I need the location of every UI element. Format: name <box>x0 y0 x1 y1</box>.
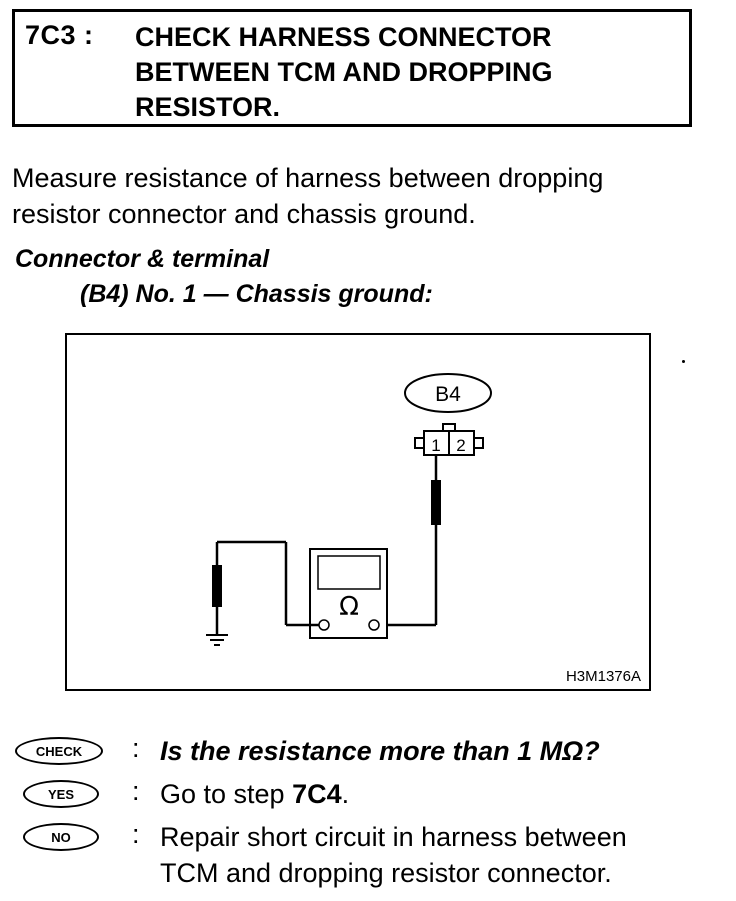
step-title: CHECK HARNESS CONNECTOR BETWEEN TCM AND … <box>135 22 553 122</box>
no-badge: NO <box>23 823 99 851</box>
check-row: CHECK : Is the resistance more than 1 MΩ… <box>15 733 730 775</box>
figure-code: H3M1376A <box>565 668 641 685</box>
connector-b4-icon <box>414 423 484 456</box>
no-row: NO : Repair short circuit in harness bet… <box>15 819 730 901</box>
terminal-2-label: 2 <box>456 436 465 455</box>
yes-badge: YES <box>23 780 99 808</box>
step-id: 7C3 : <box>25 20 94 50</box>
check-badge: CHECK <box>15 737 103 765</box>
stray-dot <box>682 360 685 363</box>
yes-colon: : <box>132 776 140 806</box>
connector-label: B4 <box>435 383 461 406</box>
yes-action-prefix: Go to step <box>160 779 293 809</box>
left-test-probe-icon <box>212 565 222 607</box>
terminal-1-label: 1 <box>431 436 440 455</box>
meter-symbol: Ω <box>339 592 359 622</box>
ohmmeter-icon <box>309 548 388 639</box>
yes-action-suffix: . <box>341 779 350 809</box>
check-colon: : <box>132 733 140 763</box>
ground-symbol-icon <box>206 634 228 646</box>
no-colon: : <box>132 819 140 849</box>
connector-heading: Connector & terminal <box>15 245 270 273</box>
check-question: Is the resistance more than 1 MΩ? <box>160 736 600 766</box>
right-test-probe-icon <box>431 480 441 525</box>
yes-step-ref: 7C4 <box>292 779 342 809</box>
yes-row: YES : Go to step 7C4. <box>15 776 730 818</box>
step-header-box: 7C3 : CHECK HARNESS CONNECTOR BETWEEN TC… <box>12 9 692 127</box>
diagram-figure: B4 1 2 Ω <box>65 333 651 691</box>
connector-detail: (B4) No. 1 — Chassis ground: <box>80 280 433 308</box>
no-action: Repair short circuit in harness between … <box>160 822 627 888</box>
connector-label-oval <box>404 373 492 413</box>
yes-action: Go to step 7C4. <box>160 776 730 812</box>
diagram-svg: B4 1 2 Ω <box>206 373 492 646</box>
instruction-text: Measure resistance of harness between dr… <box>12 163 604 229</box>
